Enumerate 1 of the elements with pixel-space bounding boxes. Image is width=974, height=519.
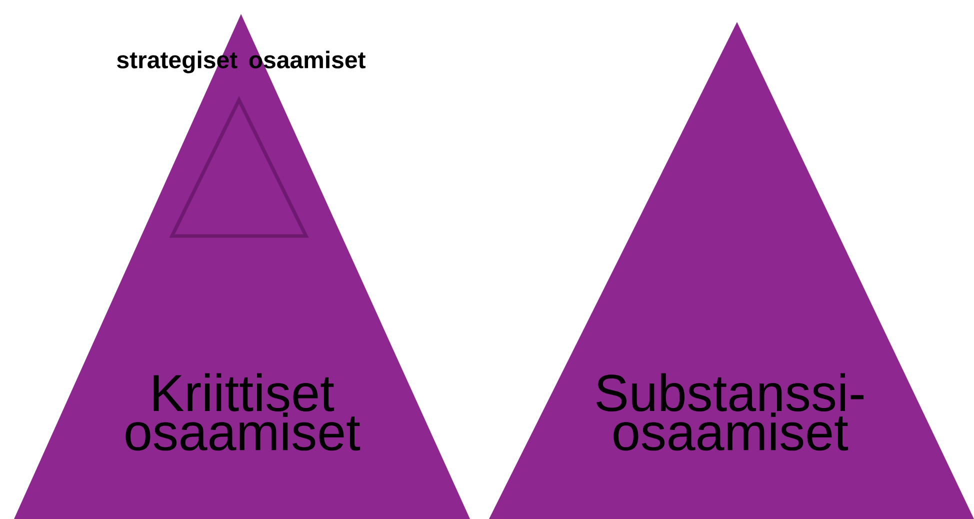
triangle: Substanssi-osaamiset bbox=[489, 22, 974, 519]
